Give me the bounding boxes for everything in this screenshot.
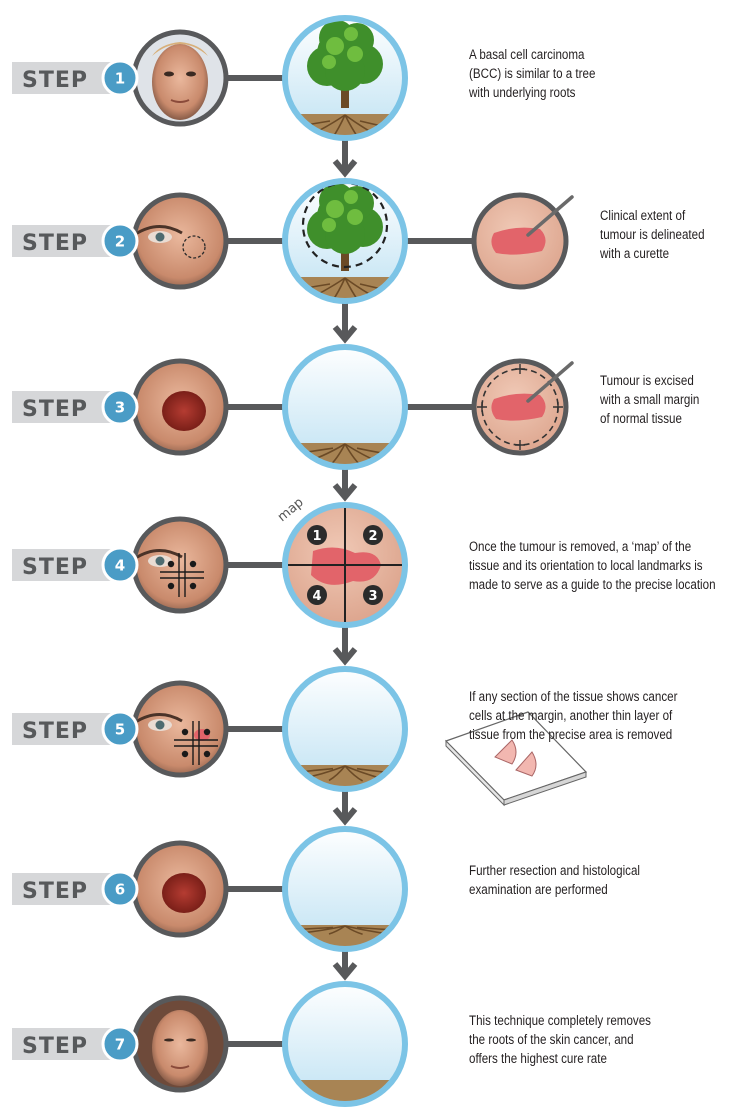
caption-line: (BCC) is similar to a tree [469,64,595,83]
svg-text:6: 6 [115,881,125,899]
caption-line: This technique completely removes [469,1011,651,1030]
map-quadrant-number: 3 [363,585,383,605]
center-diagram-circle [283,179,407,311]
step-caption: A basal cell carcinoma(BCC) is similar t… [469,45,595,102]
step-number-badge: 7 [103,1027,137,1061]
down-arrow-icon [335,303,355,339]
caption-line: with a small margin [600,390,699,409]
center-diagram-circle [283,667,407,795]
step-label: STEP [22,1034,88,1059]
step-caption: Once the tumour is removed, a ‘map’ of t… [469,537,716,594]
down-arrow-icon [335,140,355,173]
step-row: STEP 1 [12,16,407,148]
caption-line: tissue and its orientation to local land… [469,556,716,575]
map-quadrant-number: 4 [307,585,327,605]
caption-line: examination are performed [469,880,640,899]
center-diagram-circle: 1 2 3 4 [283,503,407,627]
svg-text:2: 2 [368,529,377,544]
step-number-badge: 3 [103,390,137,424]
specimen-circle [470,357,572,457]
svg-text:3: 3 [368,589,377,604]
caption-line: the roots of the skin cancer, and [469,1030,651,1049]
patient-photo [130,679,230,779]
step-number-badge: 2 [103,224,137,258]
caption-line: offers the highest cure rate [469,1049,651,1068]
caption-line: with a curette [600,244,705,263]
svg-text:1: 1 [312,529,321,544]
down-arrow-icon [335,469,355,497]
step-number-badge: 5 [103,712,137,746]
step-row: STEP 5 [12,667,407,795]
patient-photo [130,357,230,457]
caption-line: A basal cell carcinoma [469,45,595,64]
caption-line: Further resection and histological [469,861,640,880]
down-arrow-icon [335,951,355,976]
step-row: STEP 7 [12,982,407,1110]
map-quadrant-number: 1 [307,525,327,545]
svg-text:7: 7 [115,1036,125,1054]
step-number-badge: 1 [103,61,137,95]
specimen-circle [470,191,572,291]
center-diagram-circle [283,827,407,955]
caption-line: Clinical extent of [600,206,705,225]
caption-line: cells at the margin, another thin layer … [469,706,677,725]
map-quadrant-number: 2 [363,525,383,545]
step-number-badge: 6 [103,872,137,906]
step-row: STEP 4 1 2 3 4 [12,503,407,627]
caption-line: tumour is delineated [600,225,705,244]
center-diagram-circle [283,16,407,148]
step-label: STEP [22,397,88,422]
patient-photo [130,28,230,128]
step-caption: If any section of the tissue shows cance… [469,687,677,744]
step-label: STEP [22,719,88,744]
step-label: STEP [22,68,88,93]
caption-line: made to serve as a guide to the precise … [469,575,716,594]
svg-text:1: 1 [115,70,125,88]
svg-text:4: 4 [312,589,321,604]
caption-line: tissue from the precise area is removed [469,725,677,744]
svg-text:2: 2 [115,233,125,251]
patient-photo [130,994,230,1094]
step-label: STEP [22,231,88,256]
patient-photo [130,515,230,615]
caption-line: Tumour is excised [600,371,699,390]
step-row: STEP 6 [12,827,407,955]
step-number-badge: 4 [103,548,137,582]
down-arrow-icon [335,791,355,821]
svg-text:4: 4 [115,557,125,575]
caption-line: with underlying roots [469,83,595,102]
caption-line: Once the tumour is removed, a ‘map’ of t… [469,537,716,556]
caption-line: of normal tissue [600,409,699,428]
caption-line: If any section of the tissue shows cance… [469,687,677,706]
step-label: STEP [22,879,88,904]
step-row: STEP 2 [12,179,572,311]
patient-photo [130,839,230,939]
svg-text:5: 5 [115,721,125,739]
down-arrow-icon [335,627,355,661]
svg-text:3: 3 [115,399,125,417]
patient-photo [130,191,230,291]
center-diagram-circle [283,982,407,1110]
center-diagram-circle [283,345,407,473]
step-label: STEP [22,555,88,580]
step-row: STEP 3 [12,345,572,473]
